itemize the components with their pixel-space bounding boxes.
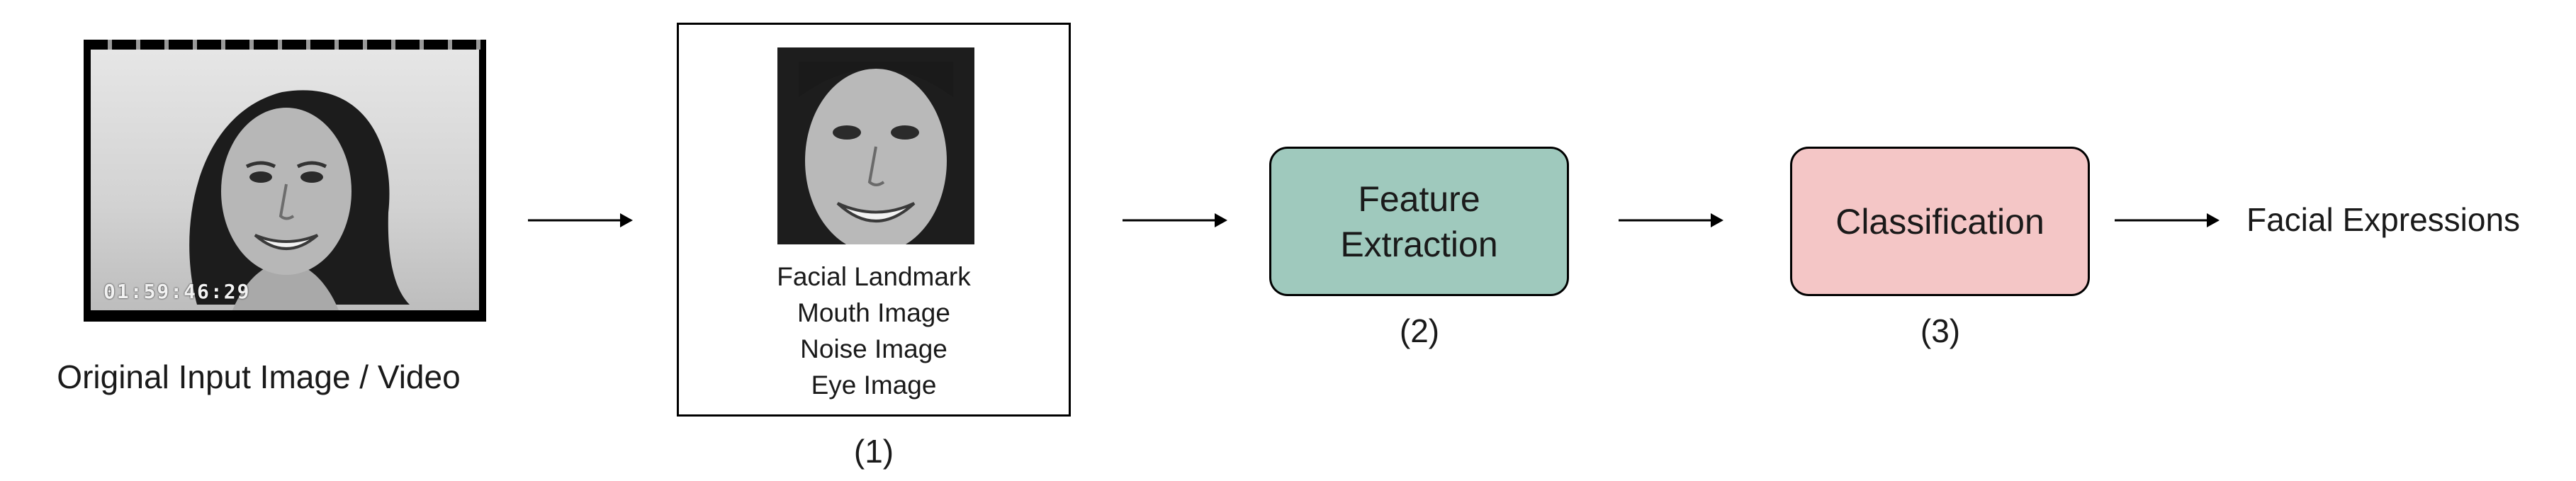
list-item-facial-landmark: Facial Landmark: [777, 262, 971, 291]
input-caption: Original Input Image / Video: [57, 358, 461, 395]
list-item-noise-image: Noise Image: [800, 334, 947, 363]
classification-number: (3): [1920, 312, 1961, 349]
classification-box: Classification: [1790, 147, 2090, 296]
arrow-box1-to-feature: [1123, 213, 1227, 227]
input-face-photo: 01:59:46:29: [91, 50, 479, 310]
feature-label-line1: Feature: [1358, 179, 1480, 219]
arrow-classification-to-output: [2115, 213, 2220, 227]
output-label: Facial Expressions: [2246, 201, 2521, 238]
preprocessing-box: Facial Landmark Mouth Image Noise Image …: [677, 23, 1071, 417]
cropped-face-image: [777, 47, 974, 244]
timecode-overlay: 01:59:46:29: [103, 280, 251, 303]
feature-extraction-box: Feature Extraction: [1269, 147, 1569, 296]
feature-list: Facial Landmark Mouth Image Noise Image …: [679, 259, 1069, 403]
input-image: 01:59:46:29: [84, 40, 486, 322]
classification-label: Classification: [1835, 201, 2045, 242]
feature-number: (2): [1399, 312, 1440, 349]
list-item-eye-image: Eye Image: [811, 370, 937, 400]
face-illustration: [189, 90, 410, 310]
arrow-input-to-box1: [528, 213, 633, 227]
arrow-feature-to-classification: [1619, 213, 1723, 227]
film-strip-ticks: [84, 40, 486, 50]
feature-label-line2: Extraction: [1340, 224, 1498, 264]
list-item-mouth-image: Mouth Image: [797, 298, 950, 327]
box1-number: (1): [853, 433, 894, 470]
